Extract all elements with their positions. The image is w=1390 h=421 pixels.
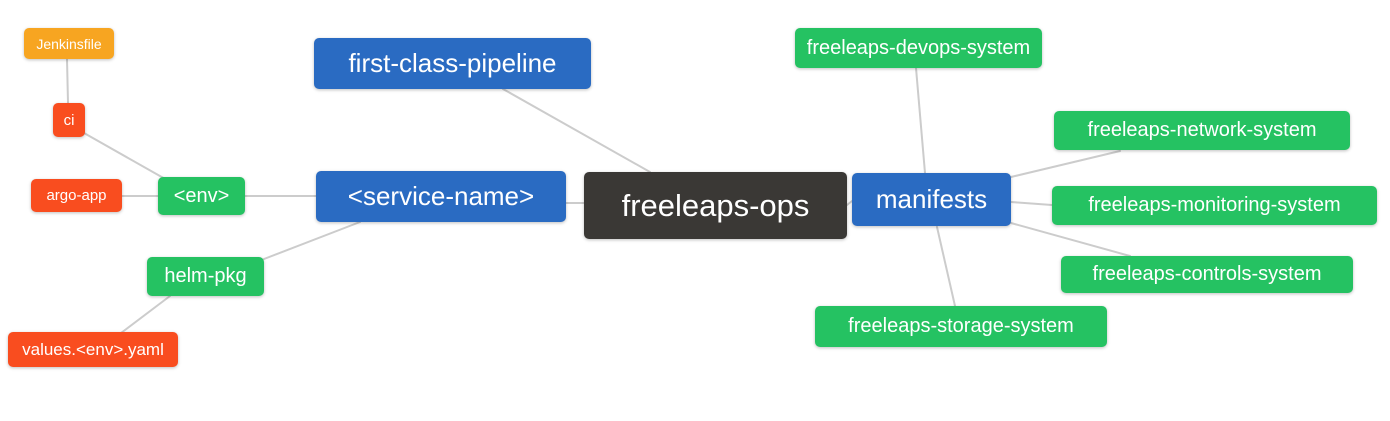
edge-manifests-storage bbox=[936, 226, 956, 307]
edge-root-manifests bbox=[846, 200, 853, 206]
node-freeleaps-devops-system[interactable]: freeleaps-devops-system bbox=[795, 28, 1042, 68]
edge-root-first-class-pipeline bbox=[502, 88, 651, 173]
node-freeleaps-ops-root[interactable]: freeleaps-ops bbox=[584, 172, 847, 239]
node-freeleaps-storage-system[interactable]: freeleaps-storage-system bbox=[815, 306, 1107, 347]
node-freeleaps-controls-system[interactable]: freeleaps-controls-system bbox=[1061, 256, 1353, 293]
node-argo-app[interactable]: argo-app bbox=[31, 179, 122, 212]
node-first-class-pipeline[interactable]: first-class-pipeline bbox=[314, 38, 591, 89]
node-helm-pkg[interactable]: helm-pkg bbox=[147, 257, 264, 296]
node-freeleaps-monitoring-system[interactable]: freeleaps-monitoring-system bbox=[1052, 186, 1377, 225]
edge-manifests-devops bbox=[915, 67, 926, 174]
node-env[interactable]: <env> bbox=[158, 177, 245, 215]
edge-manifests-controls bbox=[1010, 222, 1131, 257]
edge-manifests-monitoring bbox=[1010, 201, 1053, 206]
node-values-env-yaml[interactable]: values.<env>.yaml bbox=[8, 332, 178, 367]
edge-env-ci bbox=[83, 132, 168, 181]
node-ci[interactable]: ci bbox=[53, 103, 85, 137]
node-freeleaps-network-system[interactable]: freeleaps-network-system bbox=[1054, 111, 1350, 150]
node-jenkinsfile[interactable]: Jenkinsfile bbox=[24, 28, 114, 59]
edge-helm-pkg-values bbox=[120, 295, 171, 334]
edge-service-name-helm-pkg bbox=[263, 221, 361, 260]
node-manifests[interactable]: manifests bbox=[852, 173, 1011, 226]
node-service-name[interactable]: <service-name> bbox=[316, 171, 566, 222]
edge-ci-jenkinsfile bbox=[66, 58, 69, 104]
edge-manifests-network bbox=[1010, 150, 1121, 178]
